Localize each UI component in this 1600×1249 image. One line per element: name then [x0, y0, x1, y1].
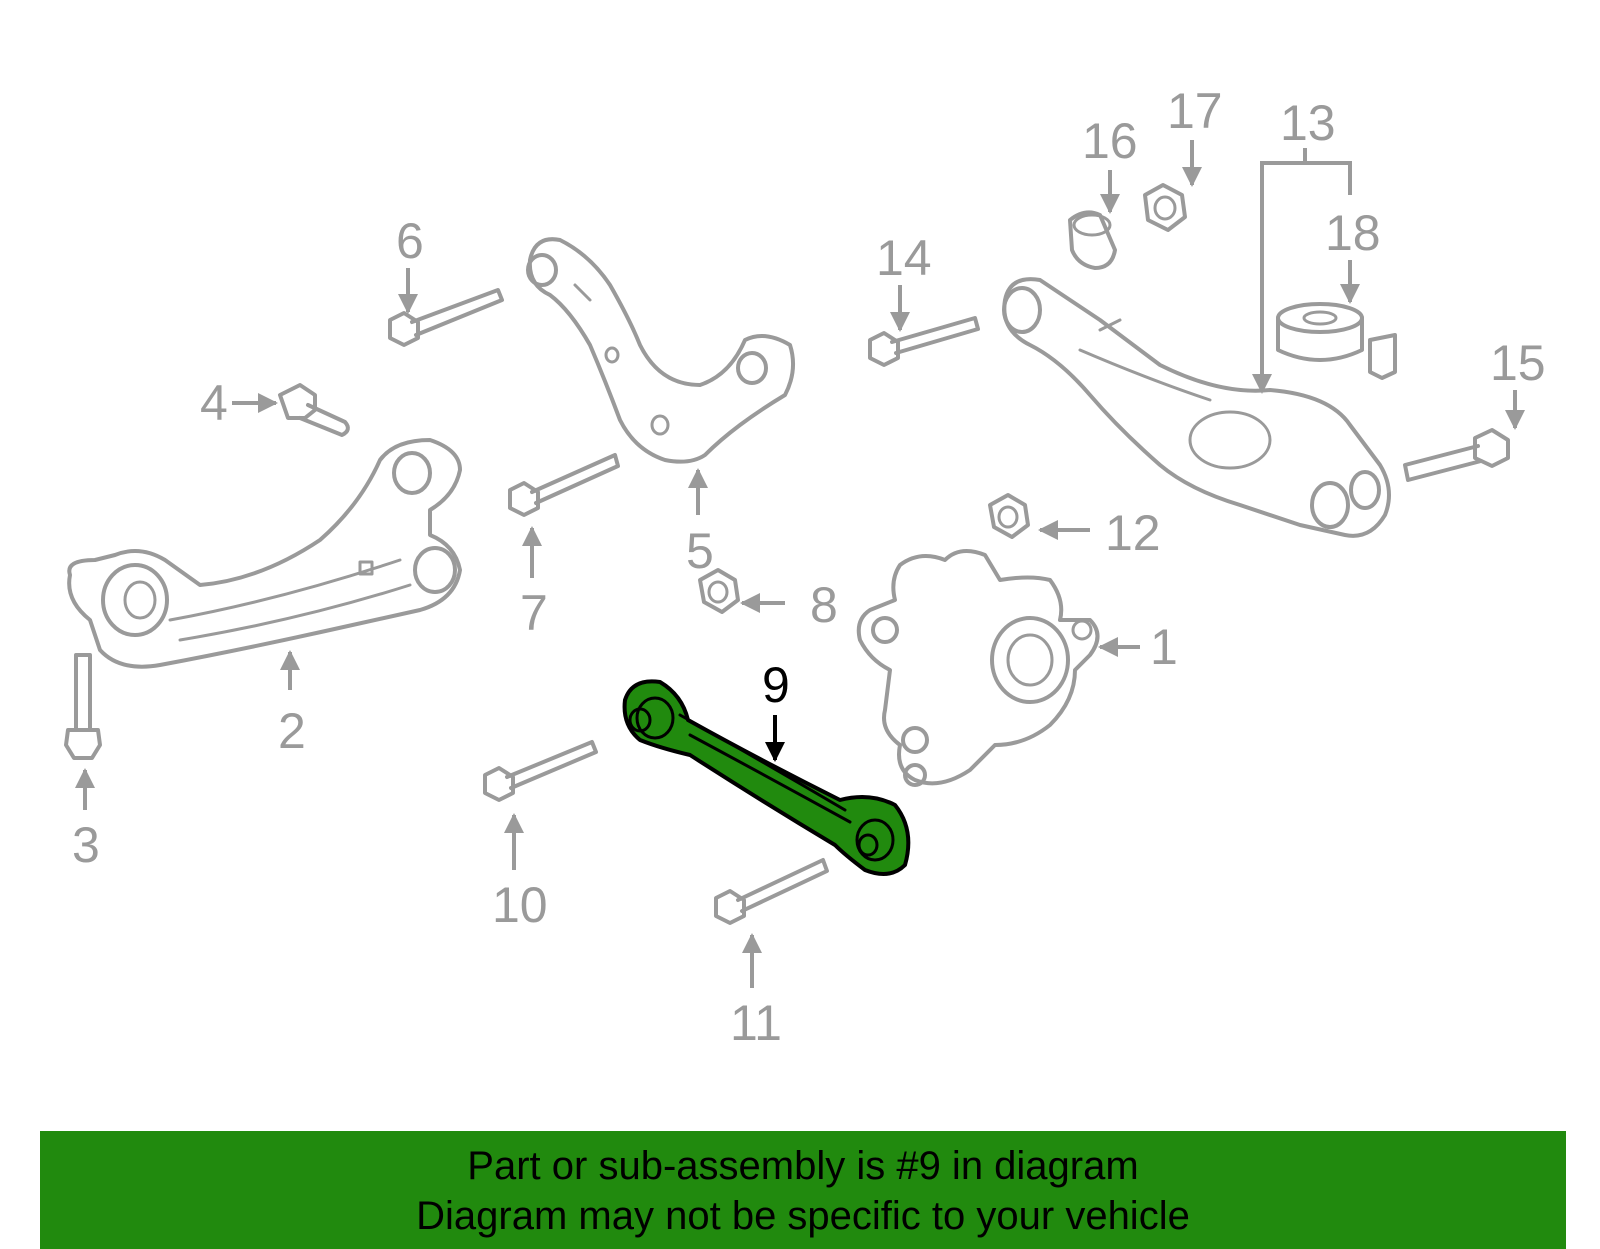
callout-10: 10 [492, 877, 548, 933]
callout-11: 11 [730, 995, 782, 1051]
leader-lines [75, 140, 1525, 988]
part-7-bolt [508, 453, 620, 517]
part-14-bolt [868, 316, 980, 367]
banner-line-1: Part or sub-assembly is #9 in diagram [467, 1144, 1139, 1188]
callout-9: 9 [762, 657, 790, 713]
callout-8: 8 [810, 577, 838, 633]
part-2-lower-arm [67, 438, 462, 669]
callout-2: 2 [278, 703, 306, 759]
part-10-bolt [483, 740, 598, 802]
part-4-bolt [278, 383, 350, 437]
callout-16: 16 [1082, 113, 1138, 169]
part-15-bolt [1403, 428, 1510, 482]
part-13-trailing-arm [1002, 277, 1391, 538]
callout-18: 18 [1325, 205, 1381, 261]
part-5-upper-arm [526, 237, 796, 464]
callout-13: 13 [1280, 95, 1336, 151]
callout-labels: 1 2 3 4 5 6 7 8 9 10 11 12 13 14 15 16 1… [72, 83, 1546, 1051]
part-12-nut [988, 493, 1030, 539]
part-18-bushing [1276, 302, 1397, 380]
callout-4: 4 [200, 375, 228, 431]
callout-1: 1 [1150, 619, 1178, 675]
callout-7: 7 [520, 585, 548, 641]
part-11-bolt [714, 858, 829, 925]
part-17-nut [1143, 183, 1187, 232]
part-9-lateral-link [622, 679, 911, 876]
callout-17: 17 [1167, 83, 1223, 139]
callout-3: 3 [72, 817, 100, 873]
callout-6: 6 [396, 213, 424, 269]
part-16-bushing [1068, 210, 1117, 270]
callout-15: 15 [1490, 335, 1546, 391]
info-banner: Part or sub-assembly is #9 in diagram Di… [40, 1131, 1566, 1249]
part-1-knuckle [856, 549, 1100, 787]
part-8-nut [698, 568, 740, 614]
callout-14: 14 [876, 230, 932, 286]
callout-12: 12 [1105, 505, 1161, 561]
part-3-bolt [64, 653, 102, 760]
callout-5: 5 [686, 523, 714, 579]
banner-line-2: Diagram may not be specific to your vehi… [416, 1194, 1190, 1238]
